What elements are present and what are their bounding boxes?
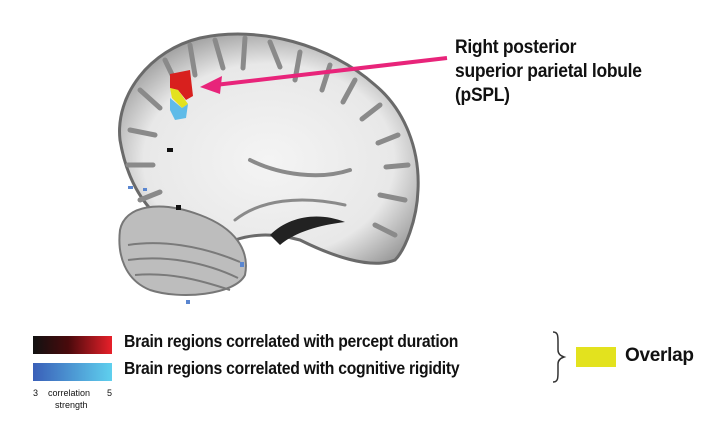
scale-min: 3 <box>33 388 39 398</box>
callout-label: Right posterior superior parietal lobule… <box>455 36 642 108</box>
percept-duration-region <box>170 70 193 100</box>
percept-duration-swatch <box>33 336 112 354</box>
callout-line-1: Right posterior <box>455 37 577 58</box>
arrowhead-icon <box>200 76 222 94</box>
cognitive-rigidity-label: Brain regions correlated with cognitive … <box>124 358 460 378</box>
percept-duration-label: Brain regions correlated with percept du… <box>124 331 459 351</box>
overlap-swatch <box>576 347 616 367</box>
overlap-region <box>170 88 188 108</box>
scale-max: 5 <box>107 388 113 398</box>
ventricle <box>270 216 345 245</box>
cognitive-rigidity-swatch <box>33 363 112 381</box>
callout-line-2: superior parietal lobule <box>455 61 642 82</box>
scale-caption-2: strength <box>55 400 88 410</box>
legend-brace <box>552 331 567 383</box>
overlap-label: Overlap <box>625 345 694 366</box>
callout-line-3: (pSPL) <box>455 85 510 106</box>
callout-arrow <box>214 56 448 87</box>
cognitive-rigidity-region <box>170 98 188 120</box>
scale-caption-1: correlation <box>48 388 91 398</box>
cerebellum <box>118 205 247 296</box>
